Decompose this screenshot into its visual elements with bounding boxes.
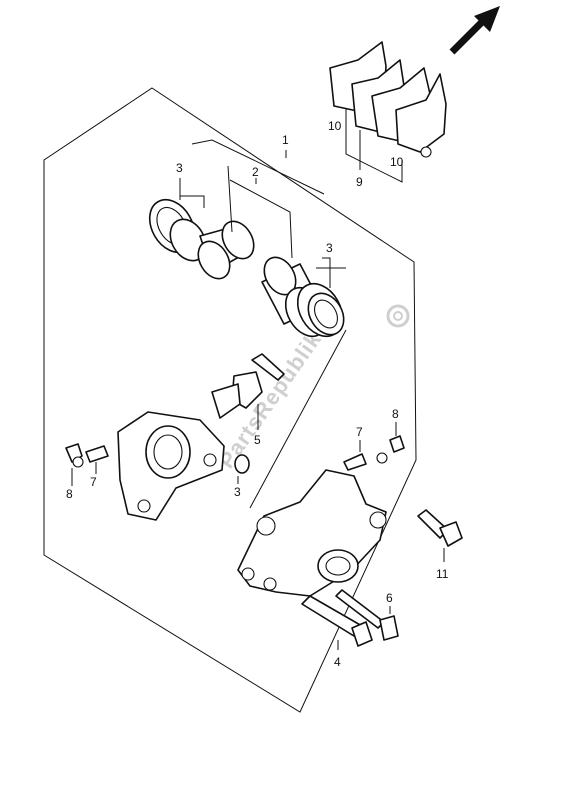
callout-10: 10 bbox=[328, 119, 342, 133]
mounting-bolt bbox=[417, 509, 463, 547]
callout-2: 2 bbox=[252, 165, 259, 179]
callout-7: 7 bbox=[356, 425, 363, 439]
callout-1: 1 bbox=[282, 133, 289, 147]
callout-8: 8 bbox=[392, 407, 399, 421]
callout-10: 10 bbox=[390, 155, 404, 169]
gear-icon bbox=[386, 304, 410, 328]
assembly-outline bbox=[43, 87, 417, 713]
seal-and-piston-set-2 bbox=[261, 256, 345, 338]
callout-6: 6 bbox=[386, 591, 393, 605]
caliper-pins bbox=[301, 589, 399, 647]
front-arrow-icon bbox=[449, 6, 500, 55]
small-seal bbox=[234, 454, 250, 474]
bleeder-screw-right bbox=[343, 435, 405, 471]
pad-spring bbox=[211, 353, 285, 419]
callout-8: 8 bbox=[66, 487, 73, 501]
callout-3: 3 bbox=[326, 241, 333, 255]
seal-and-piston-set-1 bbox=[148, 198, 255, 280]
brake-pads bbox=[329, 41, 447, 158]
callout-labels: 1 2 3 3 3 4 5 6 7 7 8 8 9 10 10 11 bbox=[66, 119, 449, 669]
callout-4: 4 bbox=[334, 655, 341, 669]
callout-11: 11 bbox=[436, 567, 449, 581]
caliper-body bbox=[237, 469, 387, 597]
bleeder-screw-left bbox=[65, 443, 109, 468]
callout-7: 7 bbox=[90, 475, 97, 489]
caliper-half-left bbox=[117, 411, 225, 521]
callout-9: 9 bbox=[356, 175, 363, 189]
callout-3: 3 bbox=[234, 485, 241, 499]
callout-5: 5 bbox=[254, 433, 261, 447]
callout-3: 3 bbox=[176, 161, 183, 175]
